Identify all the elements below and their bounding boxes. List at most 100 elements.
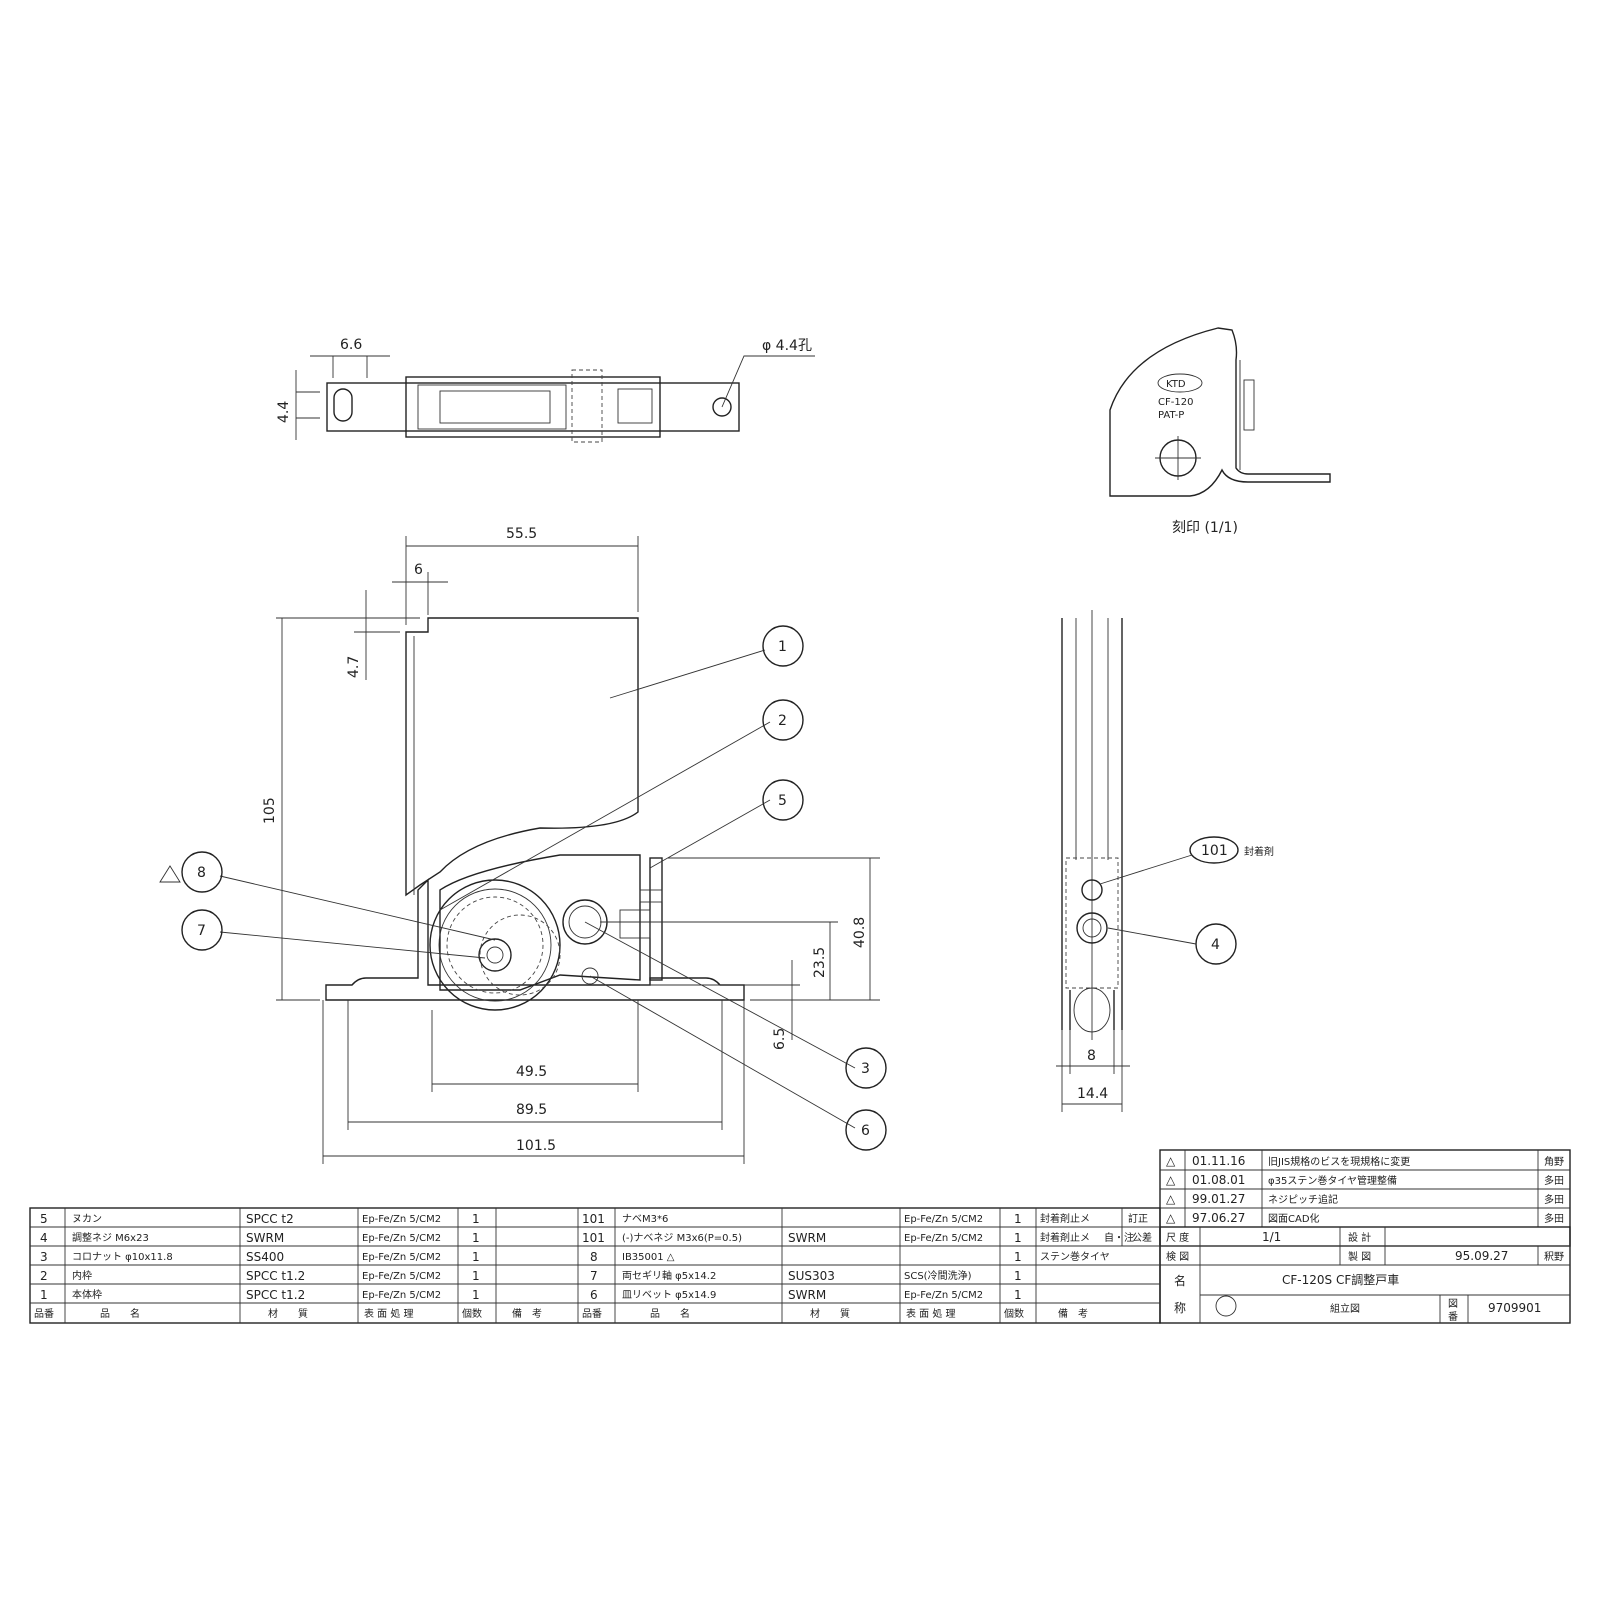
svg-text:旧JIS規格のビスを現規格に変更: 旧JIS規格のビスを現規格に変更 bbox=[1268, 1155, 1410, 1168]
svg-text:個数: 個数 bbox=[1004, 1307, 1024, 1320]
scale-label: 尺 度 bbox=[1166, 1231, 1189, 1244]
svg-text:SWRM: SWRM bbox=[788, 1288, 826, 1302]
svg-text:多田: 多田 bbox=[1544, 1174, 1564, 1187]
svg-text:5: 5 bbox=[40, 1212, 48, 1226]
callout-101: 101 bbox=[1201, 843, 1228, 859]
svg-text:△: △ bbox=[1166, 1154, 1176, 1168]
svg-text:1: 1 bbox=[1014, 1212, 1022, 1226]
svg-text:品番: 品番 bbox=[34, 1308, 54, 1320]
name-label-1: 名 bbox=[1174, 1273, 1186, 1288]
svg-text:101: 101 bbox=[582, 1212, 605, 1226]
dim-105: 105 bbox=[262, 797, 278, 824]
svg-text:本体枠: 本体枠 bbox=[72, 1288, 102, 1301]
svg-text:1: 1 bbox=[1014, 1231, 1022, 1245]
dim-side-8: 8 bbox=[1087, 1048, 1096, 1064]
svg-text:1: 1 bbox=[1014, 1269, 1022, 1283]
svg-text:両セギリ軸 φ5x14.2: 両セギリ軸 φ5x14.2 bbox=[622, 1269, 716, 1282]
svg-text:SPCC t1.2: SPCC t1.2 bbox=[246, 1269, 305, 1283]
svg-text:01.11.16: 01.11.16 bbox=[1192, 1154, 1245, 1168]
svg-text:SWRM: SWRM bbox=[788, 1231, 826, 1245]
rev-label-tei: 訂正 bbox=[1128, 1212, 1148, 1225]
callout-101-note: 封着剤 bbox=[1244, 845, 1274, 858]
dim-89-5: 89.5 bbox=[516, 1102, 547, 1118]
revision-row: △ 01.08.01 φ35ステン巻タイヤ管理整備 多田 bbox=[1166, 1173, 1564, 1187]
svg-text:△: △ bbox=[1166, 1211, 1176, 1225]
svg-text:SCS(冷間洗浄): SCS(冷間洗浄) bbox=[904, 1269, 972, 1282]
dim-6: 6 bbox=[414, 562, 423, 578]
table-row: 1 本体枠 SPCC t1.2 Ep-Fe/Zn 5/CM2 1 bbox=[40, 1288, 480, 1302]
table-row: 6 皿リベット φ5x14.9 SWRM Ep-Fe/Zn 5/CM2 1 bbox=[590, 1288, 1022, 1302]
table-row: 3 コロナット φ10x11.8 SS400 Ep-Fe/Zn 5/CM2 1 bbox=[40, 1250, 480, 1264]
svg-text:品 名: 品 名 bbox=[100, 1307, 140, 1320]
svg-text:1: 1 bbox=[472, 1231, 480, 1245]
callout-7: 7 bbox=[197, 923, 206, 939]
dim-55-5: 55.5 bbox=[506, 526, 537, 542]
dim-top-6-6: 6.6 bbox=[340, 337, 362, 353]
stamp-caption: 刻印 (1/1) bbox=[1172, 520, 1238, 536]
callout-1: 1 bbox=[778, 639, 787, 655]
svg-text:表 面 処 理: 表 面 処 理 bbox=[364, 1307, 414, 1320]
svg-text:SPCC t1.2: SPCC t1.2 bbox=[246, 1288, 305, 1302]
svg-text:図面CAD化: 図面CAD化 bbox=[1268, 1212, 1320, 1225]
svg-text:SWRM: SWRM bbox=[246, 1231, 284, 1245]
side-view: 8 14.4 bbox=[1056, 610, 1197, 1112]
svg-text:コロナット φ10x11.8: コロナット φ10x11.8 bbox=[72, 1251, 173, 1263]
callouts: 1 2 5 8 7 3 6 101 封着剤 4 bbox=[181, 625, 1274, 1151]
name-label-2: 称 bbox=[1174, 1301, 1186, 1315]
table-row: 7 両セギリ軸 φ5x14.2 SUS303 SCS(冷間洗浄) 1 bbox=[590, 1269, 1022, 1283]
svg-text:1: 1 bbox=[1014, 1288, 1022, 1302]
svg-text:△: △ bbox=[1166, 1173, 1176, 1187]
stamp-detail: KTD CF-120 PAT-P 刻印 (1/1) bbox=[1109, 327, 1331, 536]
scale-value: 1/1 bbox=[1262, 1230, 1281, 1244]
svg-text:備 考: 備 考 bbox=[512, 1307, 542, 1320]
svg-text:表 面 処 理: 表 面 処 理 bbox=[906, 1307, 956, 1320]
svg-text:Ep-Fe/Zn 5/CM2: Ep-Fe/Zn 5/CM2 bbox=[904, 1290, 983, 1301]
top-view: 6.6 4.4 φ 4.4孔 bbox=[276, 337, 815, 443]
table-row: 101 ナベM3*6 Ep-Fe/Zn 5/CM2 1 封着剤止メ bbox=[582, 1212, 1090, 1226]
svg-text:SUS303: SUS303 bbox=[788, 1269, 835, 1283]
dim-101-5: 101.5 bbox=[516, 1138, 556, 1154]
svg-text:6: 6 bbox=[590, 1288, 598, 1302]
table-row: 5 ヌカン SPCC t2 Ep-Fe/Zn 5/CM2 1 bbox=[40, 1212, 480, 1226]
svg-text:IB35001 △: IB35001 △ bbox=[622, 1252, 675, 1263]
table-row: 101 (-)ナベネジ M3x6(P=0.5) SWRM Ep-Fe/Zn 5/… bbox=[582, 1231, 1090, 1245]
svg-text:SPCC t2: SPCC t2 bbox=[246, 1212, 294, 1226]
svg-text:Ep-Fe/Zn 5/CM2: Ep-Fe/Zn 5/CM2 bbox=[904, 1214, 983, 1225]
svg-text:1: 1 bbox=[472, 1269, 480, 1283]
svg-text:封着剤止メ: 封着剤止メ bbox=[1040, 1231, 1090, 1244]
dim-hole: φ 4.4孔 bbox=[762, 338, 812, 354]
rev-label-kousa: 公差 bbox=[1132, 1231, 1152, 1244]
svg-text:品番: 品番 bbox=[582, 1308, 602, 1320]
table-row: 8 IB35001 △ 1 ステン巻タイヤ bbox=[590, 1250, 1110, 1264]
callout-8: 8 bbox=[197, 865, 206, 881]
svg-text:ステン巻タイヤ: ステン巻タイヤ bbox=[1040, 1251, 1110, 1263]
svg-text:Ep-Fe/Zn 5/CM2: Ep-Fe/Zn 5/CM2 bbox=[362, 1233, 441, 1244]
check-label: 検 図 bbox=[1166, 1250, 1189, 1263]
svg-text:1: 1 bbox=[472, 1250, 480, 1264]
design-label: 設 計 bbox=[1348, 1231, 1371, 1244]
table-row: 2 内枠 SPCC t1.2 Ep-Fe/Zn 5/CM2 1 bbox=[40, 1269, 480, 1283]
svg-text:1: 1 bbox=[472, 1212, 480, 1226]
svg-text:封着剤止メ: 封着剤止メ bbox=[1040, 1212, 1090, 1225]
svg-text:SS400: SS400 bbox=[246, 1250, 284, 1264]
stamp-brand: KTD bbox=[1166, 379, 1186, 390]
svg-text:Ep-Fe/Zn 5/CM2: Ep-Fe/Zn 5/CM2 bbox=[362, 1252, 441, 1263]
svg-text:1: 1 bbox=[1014, 1250, 1022, 1264]
dim-top-4-4: 4.4 bbox=[276, 401, 292, 423]
revision-row: △ 97.06.27 図面CAD化 多田 bbox=[1166, 1211, 1564, 1225]
stamp-model: CF-120 bbox=[1158, 397, 1193, 408]
dim-side-14-4: 14.4 bbox=[1077, 1086, 1108, 1102]
drawing-subtitle: 組立図 bbox=[1330, 1302, 1360, 1315]
revision-row: △ 99.01.27 ネジピッチ追記 多田 bbox=[1166, 1192, 1564, 1206]
drawn-label: 製 図 bbox=[1348, 1250, 1371, 1263]
svg-text:1: 1 bbox=[472, 1288, 480, 1302]
svg-text:個数: 個数 bbox=[462, 1307, 482, 1320]
drawn-date: 95.09.27 bbox=[1455, 1249, 1508, 1263]
drawing-name: CF-120S CF調整戸車 bbox=[1282, 1272, 1399, 1287]
svg-text:φ35ステン巻タイヤ管理整備: φ35ステン巻タイヤ管理整備 bbox=[1268, 1174, 1397, 1187]
dim-6-5: 6.5 bbox=[772, 1028, 788, 1050]
drawing-number: 9709901 bbox=[1488, 1301, 1541, 1315]
dim-40-8: 40.8 bbox=[852, 917, 868, 948]
svg-text:ネジピッチ追記: ネジピッチ追記 bbox=[1268, 1193, 1338, 1206]
